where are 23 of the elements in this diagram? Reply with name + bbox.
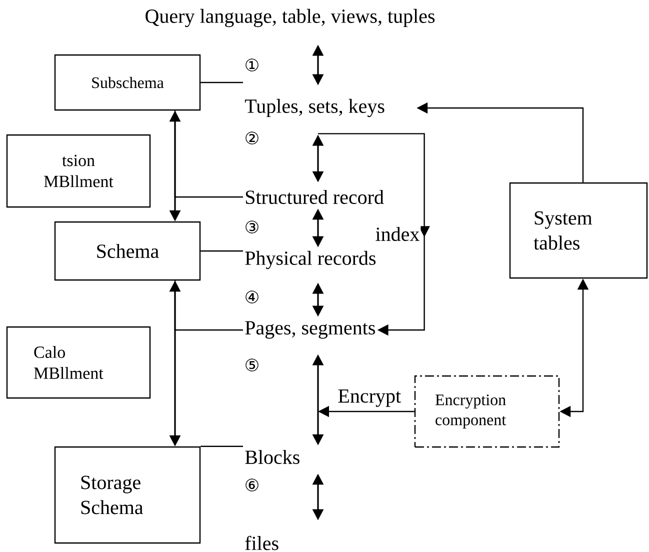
component-box: tsion MBllment [6, 134, 151, 208]
level-text: Query language, table, views, tuples [146, 8, 435, 28]
component-box: System tables [509, 182, 648, 279]
level-text: Physical records [245, 250, 376, 270]
component-box: Calo MBllment [6, 326, 151, 399]
level-text: Blocks [245, 450, 300, 464]
level-text: Pages, segments [245, 321, 375, 339]
step-number: ④ [246, 290, 258, 304]
arrow [318, 133, 430, 336]
step-number: ② [246, 132, 258, 144]
component-box: Encryption component [414, 375, 560, 448]
level-text: Structured record [246, 190, 384, 204]
level-text: Tuples, sets, keys [244, 98, 384, 118]
edge-label: Encrypt [336, 388, 402, 408]
level-text: files [245, 536, 278, 550]
step-number: ③ [246, 220, 258, 234]
component-box: Subschema [54, 54, 201, 111]
component-box: Storage Schema [54, 446, 201, 544]
step-number: ⑤ [246, 358, 258, 372]
step-number: ① [246, 58, 258, 72]
component-box: Schema [54, 221, 201, 281]
step-number: ⑥ [246, 478, 258, 492]
edge-label: index [374, 226, 421, 242]
